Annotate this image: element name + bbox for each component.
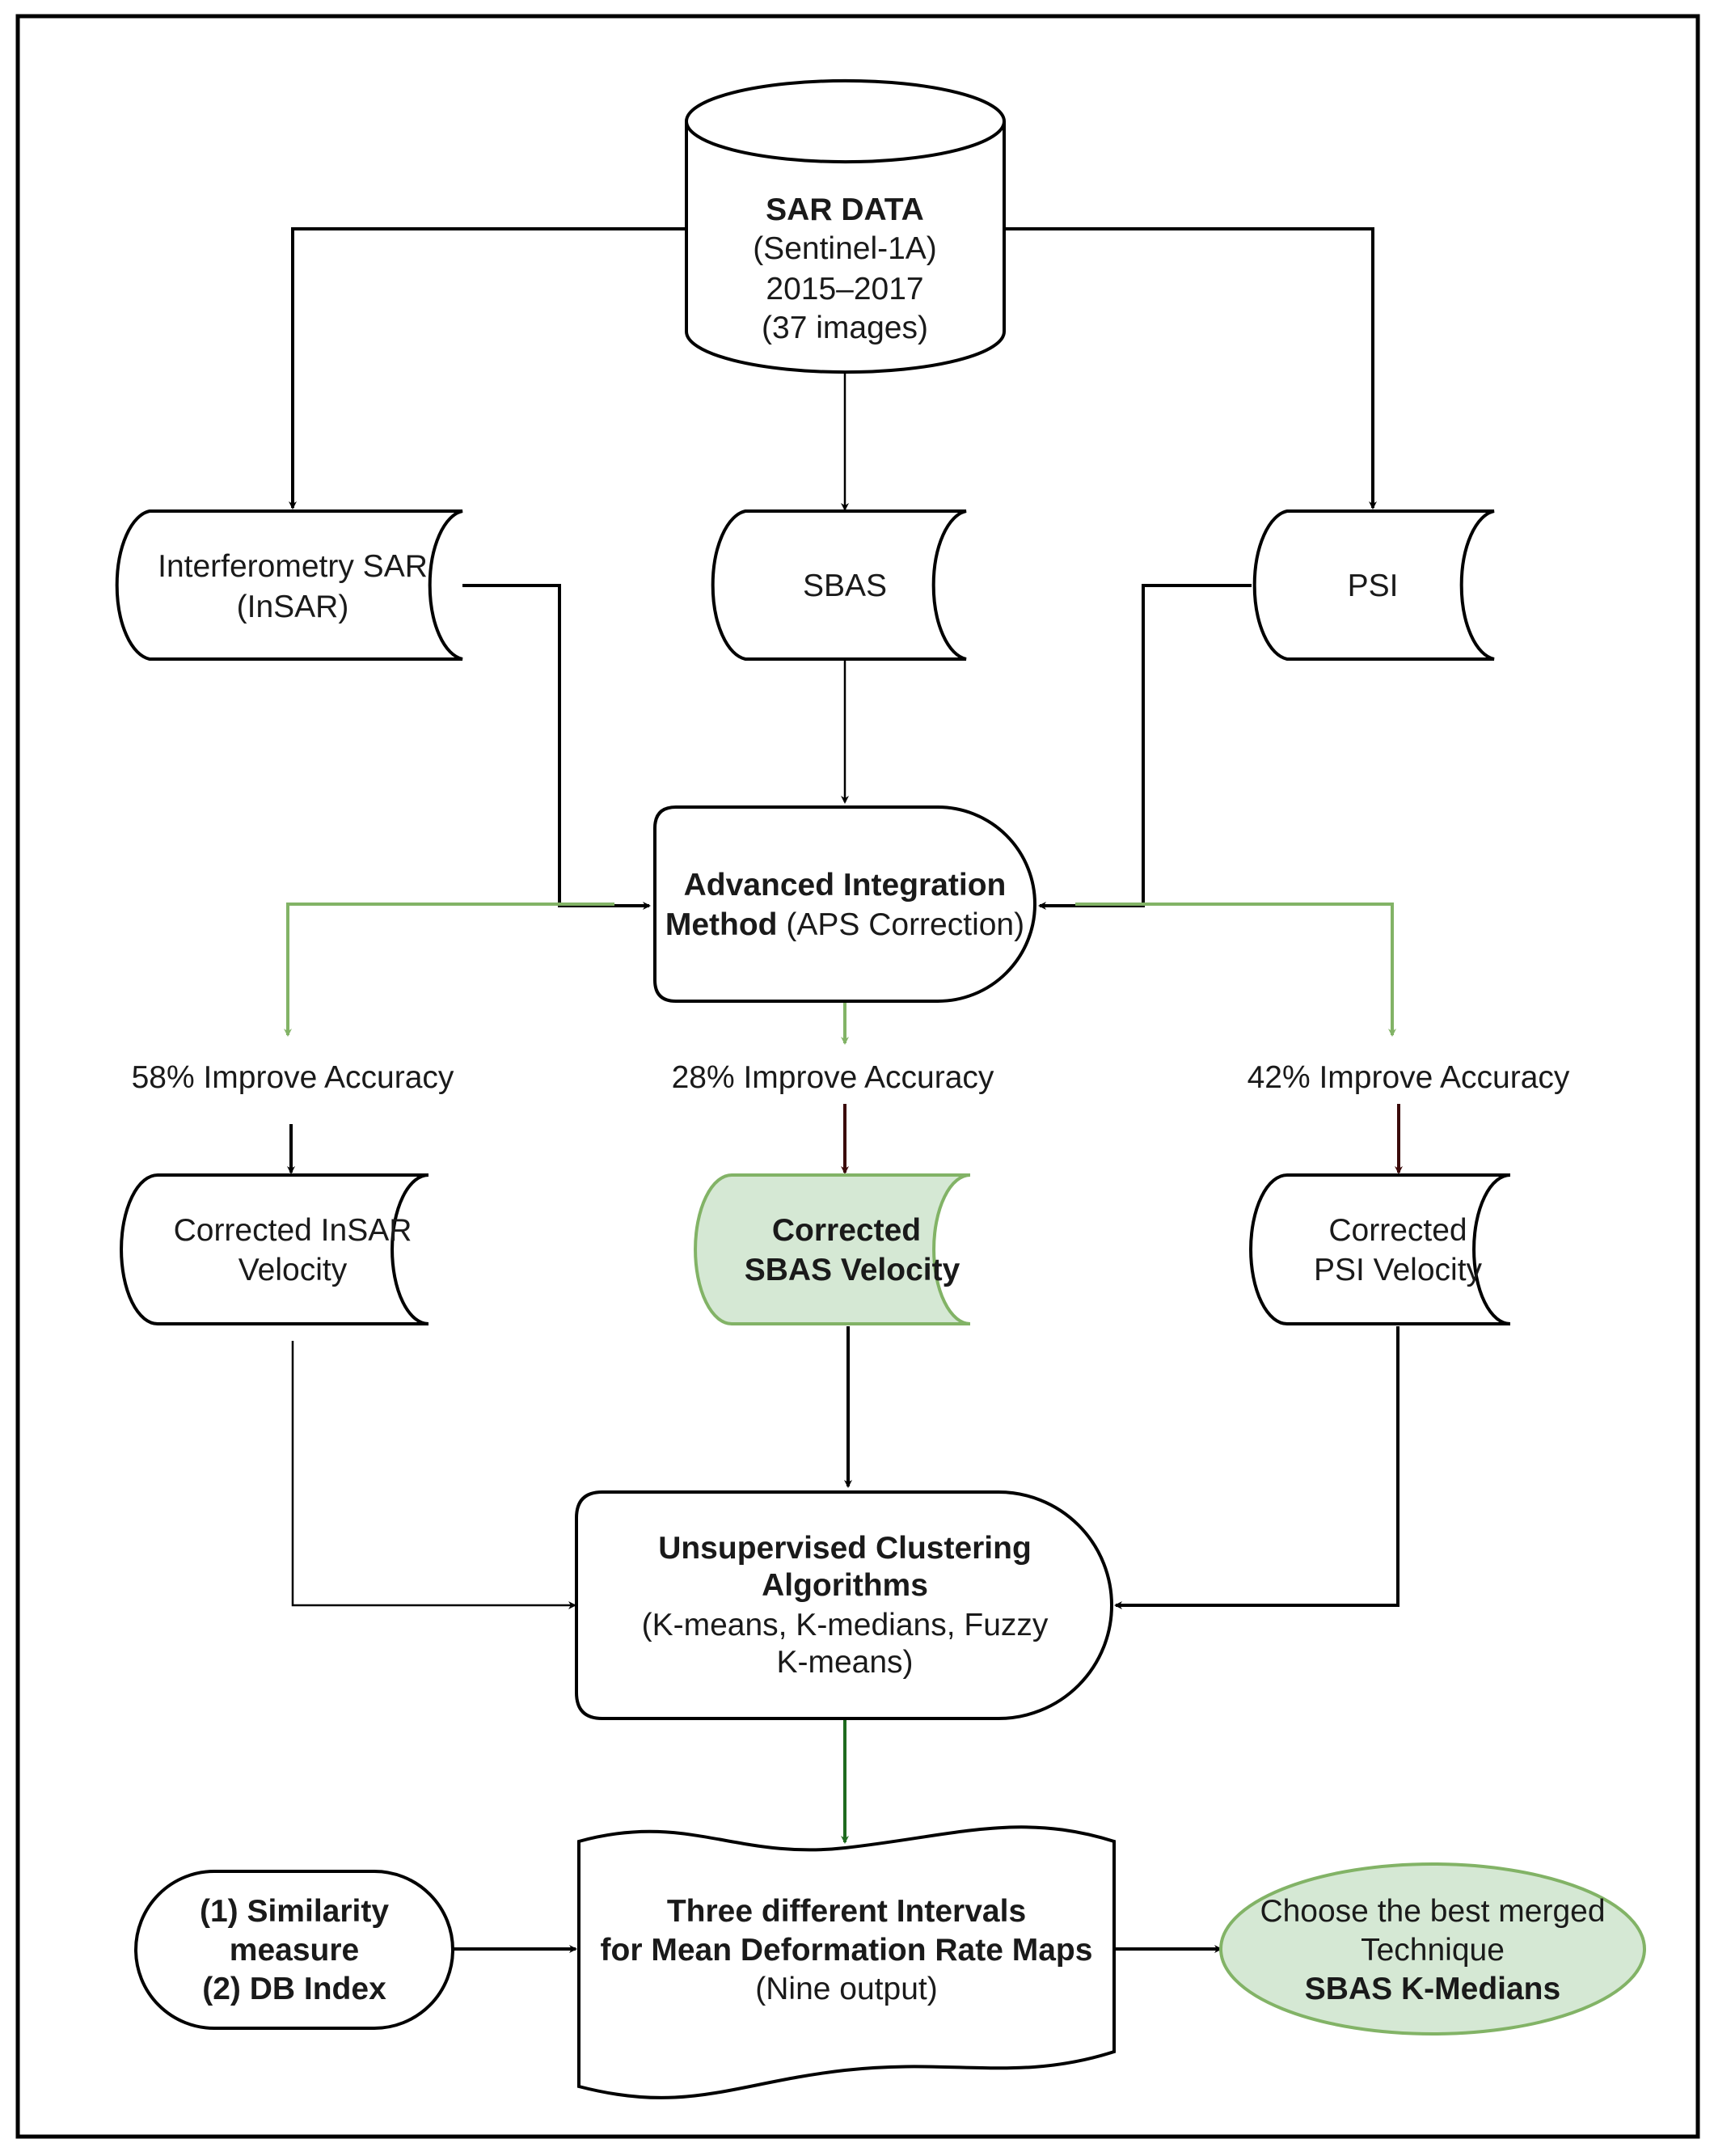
result-ellipse: [1219, 1862, 1646, 2036]
insar-method-shape: [115, 509, 463, 661]
arrow-sar-to-insar: [289, 227, 686, 509]
arrow-integration-to-insar-accuracy: [284, 903, 614, 1037]
corrected-insar-line2: Velocity: [239, 1253, 348, 1287]
clustering-label-line2: Algorithms: [762, 1568, 928, 1603]
sbas-accuracy-label: 28% Improve Accuracy: [672, 1060, 994, 1095]
intervals-document: [577, 1825, 1116, 2099]
validation-label-line3: (2) DB Index: [202, 1972, 386, 2006]
clustering-shape: [575, 1490, 1113, 1720]
integration-label-line2: Method (APS Correction): [665, 907, 1024, 942]
arrow-psi-to-integration: [1038, 584, 1252, 910]
sar-data-source: (Sentinel-1A): [753, 231, 937, 266]
validation-label-line2: measure: [230, 1933, 359, 1968]
validation-label-line1: (1) Similarity: [200, 1894, 389, 1929]
psi-label: PSI: [1348, 569, 1399, 603]
sar-data-count: (37 images): [762, 311, 928, 345]
corrected-insar-shape: [120, 1173, 429, 1325]
intervals-label-line3: (Nine output): [755, 1972, 937, 2006]
corrected-sbas-shape: [694, 1173, 971, 1325]
integration-label-line1: Advanced Integration: [684, 868, 1007, 903]
clustering-label-line1: Unsupervised Clustering: [658, 1531, 1032, 1566]
result-label-line1: Choose the best merged: [1260, 1894, 1605, 1929]
arrow-insar-to-integration: [462, 584, 651, 910]
arrow-corrected-insar-to-clustering: [291, 1341, 576, 1609]
integration-label-method: Method: [665, 907, 778, 942]
insar-label-line2: (InSAR): [237, 590, 349, 624]
corrected-sbas-line1: Corrected: [772, 1213, 921, 1248]
sar-data-cylinder: [685, 78, 1006, 374]
corrected-sbas-line2: SBAS Velocity: [745, 1253, 960, 1287]
intervals-label-line1: Three different Intervals: [667, 1894, 1026, 1929]
clustering-label-line3: (K-means, K-medians, Fuzzy: [642, 1608, 1049, 1642]
outer-frame: [15, 14, 1700, 2139]
arrow-integration-to-psi-accuracy: [1075, 903, 1396, 1037]
corrected-psi-line1: Corrected: [1328, 1213, 1467, 1248]
result-label-line3: SBAS K-Medians: [1305, 1972, 1560, 2006]
arrow-sar-to-psi: [1004, 227, 1377, 509]
sbas-method-shape: [711, 509, 967, 661]
intervals-label-line2: for Mean Deformation Rate Maps: [601, 1933, 1093, 1968]
arrow-corrected-psi-to-clustering: [1114, 1326, 1399, 1609]
sbas-label: SBAS: [803, 569, 887, 603]
corrected-insar-line1: Corrected InSAR: [174, 1213, 412, 1248]
integration-shape: [653, 805, 1036, 1003]
insar-accuracy-label: 58% Improve Accuracy: [132, 1060, 454, 1095]
corrected-psi-line2: PSI Velocity: [1314, 1253, 1483, 1287]
sar-data-title: SAR DATA: [766, 192, 924, 227]
insar-label-line1: Interferometry SAR: [158, 549, 428, 584]
sar-data-years: 2015–2017: [766, 272, 923, 306]
corrected-psi-shape: [1249, 1173, 1511, 1325]
validation-terminator: [134, 1870, 454, 2030]
result-label-line2: Technique: [1361, 1933, 1505, 1968]
psi-accuracy-label: 42% Improve Accuracy: [1248, 1060, 1570, 1095]
clustering-label-line4: K-means): [776, 1645, 913, 1680]
integration-label-aps: (APS Correction): [786, 907, 1024, 942]
psi-method-shape: [1252, 509, 1495, 661]
